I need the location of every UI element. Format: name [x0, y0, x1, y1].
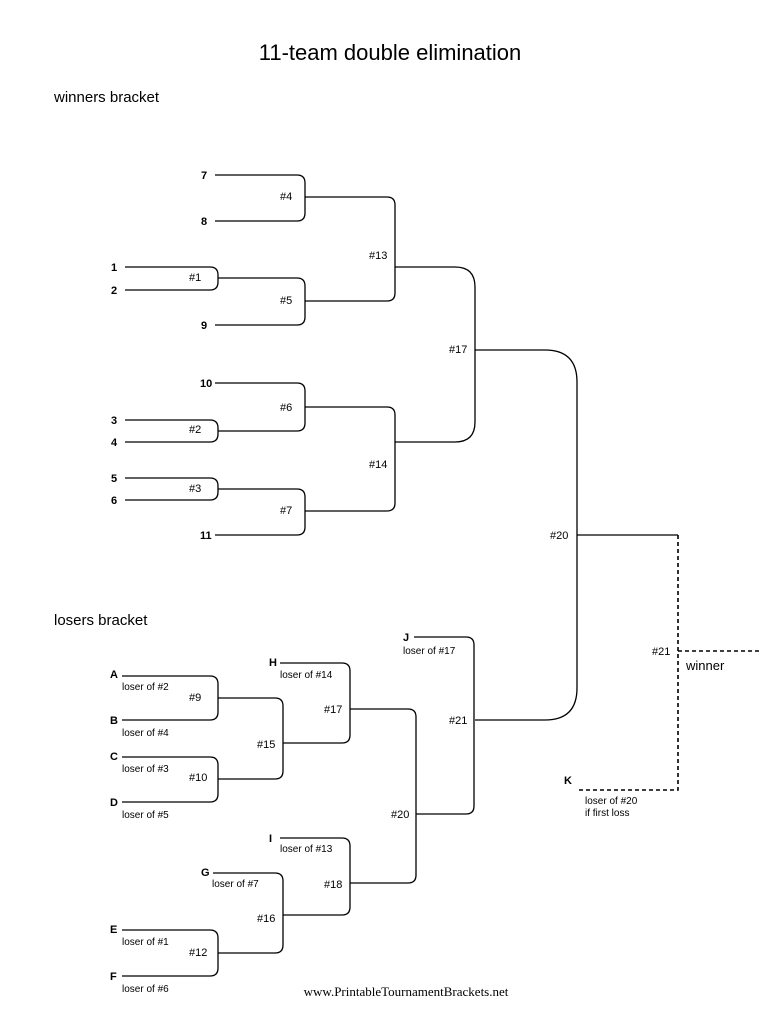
entry-f-note: loser of #6 [122, 984, 169, 995]
seed-6: 6 [111, 495, 117, 507]
game-14-bracket [305, 406, 396, 512]
lb-game-20-label: #20 [391, 809, 409, 821]
lb-game-21-bracket [414, 636, 475, 815]
lb-game-17-bracket [280, 662, 351, 744]
entry-g-note: loser of #7 [212, 879, 259, 890]
entry-e-letter: E [110, 924, 117, 936]
lb-game-17-label: #17 [324, 704, 342, 716]
entry-c-note: loser of #3 [122, 764, 169, 775]
entry-e-note: loser of #1 [122, 937, 169, 948]
game-13-label: #13 [369, 250, 387, 262]
entry-d-note: loser of #5 [122, 810, 169, 821]
game-1-bracket [125, 266, 219, 291]
entry-c-letter: C [110, 751, 118, 763]
entry-a-note: loser of #2 [122, 682, 169, 693]
entry-a-letter: A [110, 669, 118, 681]
lb-game-10-label: #10 [189, 772, 207, 784]
winners-game-labels: #1 #2 #3 #4 #5 #6 #7 #13 #14 #17 #20 [189, 191, 568, 542]
entry-j-letter: J [403, 632, 409, 644]
final-bracket [578, 535, 760, 791]
entry-d-letter: D [110, 797, 118, 809]
lb-game-12-label: #12 [189, 947, 207, 959]
seed-10: 10 [200, 378, 212, 390]
entry-f-letter: F [110, 971, 117, 983]
game-17-label: #17 [449, 344, 467, 356]
final-dashed-bracket [578, 535, 679, 791]
entry-g-letter: G [201, 867, 210, 879]
game-17-bracket [395, 266, 476, 443]
winners-bracket-lines [125, 174, 678, 721]
page-title: 11-team double elimination [259, 40, 522, 65]
game-2-label: #2 [189, 424, 201, 436]
winner-label: winner [685, 658, 725, 673]
lb-game-20-bracket [350, 708, 417, 884]
losers-bracket-lines [122, 636, 475, 977]
seed-4: 4 [111, 437, 118, 449]
game-14-label: #14 [369, 459, 387, 471]
game-7-label: #7 [280, 505, 292, 517]
entry-b-letter: B [110, 715, 118, 727]
entry-b-note: loser of #4 [122, 728, 169, 739]
losers-game-labels: #9 #10 #12 #15 #16 #17 #18 #20 #21 [189, 692, 467, 959]
seed-8: 8 [201, 216, 207, 228]
final-labels: #21 winner K loser of #20 if first loss [564, 646, 725, 819]
lb-game-16-bracket [213, 872, 284, 954]
entry-h-letter: H [269, 657, 277, 669]
seed-3: 3 [111, 415, 117, 427]
lb-game-9-label: #9 [189, 692, 201, 704]
game-3-bracket [125, 477, 219, 501]
game-5-label: #5 [280, 295, 292, 307]
winners-seeds: 7 8 1 2 9 10 3 4 5 6 11 [111, 170, 212, 542]
game-20-label: #20 [550, 530, 568, 542]
entry-i-letter: I [269, 833, 272, 845]
losers-entries: A loser of #2 B loser of #4 C loser of #… [110, 632, 456, 995]
entry-j-note: loser of #17 [403, 646, 456, 657]
lb-game-15-bracket [218, 697, 284, 780]
lb-game-18-bracket [280, 837, 351, 916]
seed-9: 9 [201, 320, 207, 332]
game-6-label: #6 [280, 402, 292, 414]
game-3-label: #3 [189, 483, 201, 495]
entry-k-note-line1: loser of #20 [585, 796, 638, 807]
footer-url: www.PrintableTournamentBrackets.net [304, 984, 509, 999]
game-4-bracket [215, 174, 306, 222]
game-1-label: #1 [189, 272, 201, 284]
final-game-label: #21 [652, 646, 670, 658]
game-7-bracket [215, 488, 306, 536]
game-13-bracket [305, 196, 396, 302]
entry-k-note-line2: if first loss [585, 808, 629, 819]
losers-bracket-heading: losers bracket [54, 612, 148, 629]
entry-i-note: loser of #13 [280, 844, 333, 855]
seed-5: 5 [111, 473, 117, 485]
game-2-bracket [125, 419, 219, 443]
seed-7: 7 [201, 170, 207, 182]
lb-game-15-label: #15 [257, 739, 275, 751]
lb-game-18-label: #18 [324, 879, 342, 891]
seed-11: 11 [200, 530, 212, 542]
seed-1: 1 [111, 262, 117, 274]
entry-k-letter: K [564, 775, 572, 787]
entry-h-note: loser of #14 [280, 670, 333, 681]
game-4-label: #4 [280, 191, 292, 203]
winners-bracket-heading: winners bracket [53, 89, 160, 106]
seed-2: 2 [111, 285, 117, 297]
lb-game-21-label: #21 [449, 715, 467, 727]
lb-game-16-label: #16 [257, 913, 275, 925]
